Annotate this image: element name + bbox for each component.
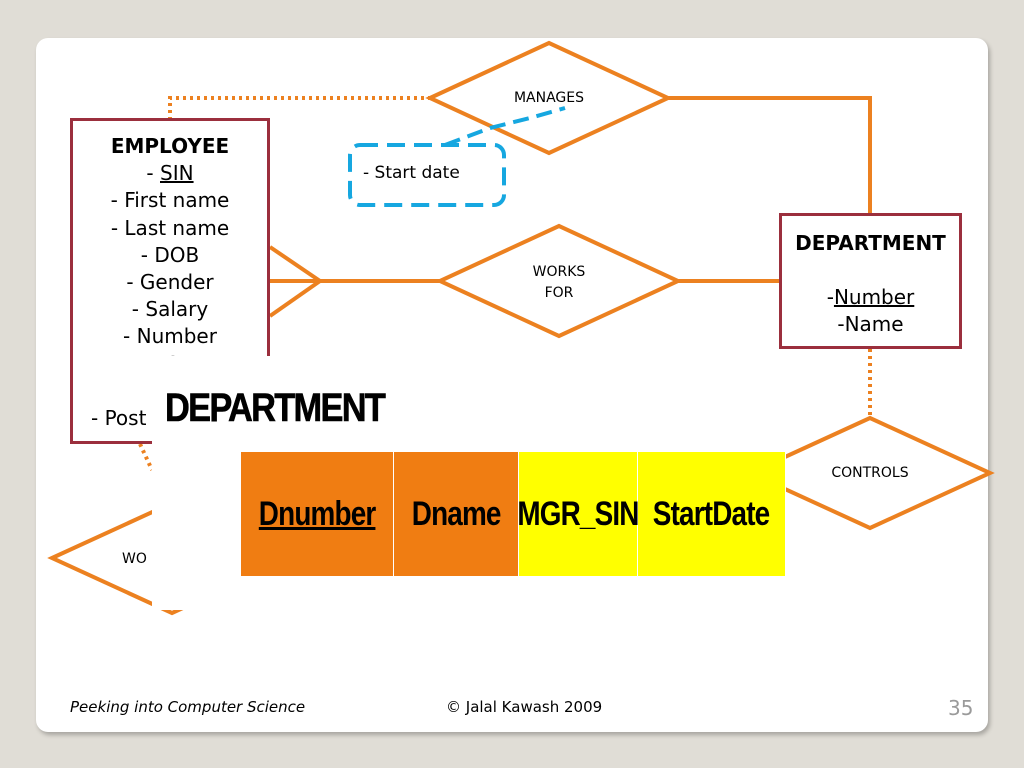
department-number: -Number: [782, 284, 959, 311]
relation-table: Dnumber Dname MGR_SIN StartDate: [241, 452, 785, 576]
manages-department-line: [668, 96, 872, 214]
employee-title: EMPLOYEE: [110, 134, 230, 158]
controls-label: CONTROLS: [831, 465, 909, 481]
department-number-key: Number: [833, 285, 915, 309]
department-title: DEPARTMENT: [795, 231, 946, 255]
employee-attr: - Salary: [131, 297, 209, 322]
manages-employee-dotted-line: [168, 96, 430, 120]
table-column-startdate: StartDate: [638, 452, 785, 576]
works-for-label-line1: WORKS: [532, 264, 586, 280]
employee-attr: - Post: [91, 406, 147, 431]
table-column-dnumber: Dnumber: [241, 452, 394, 576]
department-name-attr: -Name: [837, 312, 904, 336]
works-on-label: WO: [122, 551, 147, 567]
table-column-mgr-sin: MGR_SIN: [517, 452, 639, 576]
employee-attr: - Number: [123, 324, 217, 349]
relation-table-title: DEPARTMENT: [165, 386, 386, 431]
table-column-label: StartDate: [653, 494, 770, 533]
employee-attr: - Gender: [126, 270, 214, 295]
employee-sin-prefix: -: [146, 161, 160, 186]
department-number-prefix: -: [826, 285, 834, 309]
table-column-label: Dname: [411, 494, 502, 533]
employee-attr: - DOB: [140, 242, 200, 267]
footer-course-title: Peeking into Computer Science: [70, 698, 306, 716]
works-for-label: WORKS FOR: [509, 262, 609, 304]
manages-label: MANAGES: [513, 90, 585, 106]
start-date-label: - Start date: [363, 163, 460, 183]
crowfoot-line-top: [268, 245, 322, 283]
controls-diamond: [745, 415, 995, 531]
table-column-label: Dnumber: [258, 494, 376, 533]
table-column-dname: Dname: [394, 452, 519, 576]
employee-sin: - SIN: [73, 160, 267, 187]
footer-copyright: © Jalal Kawash 2009: [446, 698, 603, 716]
table-column-label: MGR_SIN: [517, 494, 639, 533]
crowfoot-line-bottom: [268, 279, 322, 318]
manages-diamond: [425, 40, 673, 156]
start-date-box: [348, 143, 506, 207]
works-for-label-line2: FOR: [544, 285, 574, 301]
works-on-dotted-line: [138, 443, 154, 471]
employee-attr: - First name: [110, 188, 230, 213]
slide-number: 35: [948, 696, 974, 720]
department-entity: DEPARTMENT -Number -Name: [779, 213, 962, 349]
start-date-link: [444, 106, 566, 147]
employee-sin-key: SIN: [160, 161, 194, 186]
employee-attr: - Last name: [110, 215, 230, 240]
